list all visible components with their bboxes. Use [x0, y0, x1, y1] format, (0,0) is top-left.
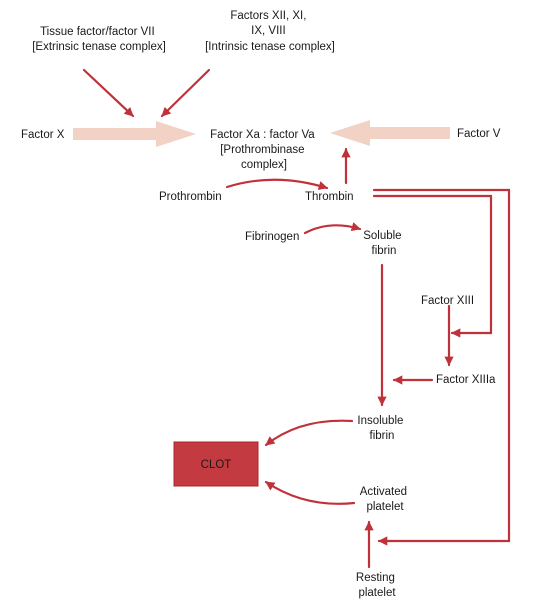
factor-x-input-arrow [73, 121, 196, 147]
fibrinogen-label: Fibrinogen [245, 231, 299, 243]
insoluble-fibrin-to-clot-arrow [264, 419, 354, 447]
thrombin-label: Thrombin [305, 191, 354, 203]
factor-v-label: Factor V [457, 128, 501, 140]
soluble-fibrin-label: Soluble fibrin [363, 230, 405, 257]
fibrinogen-to-soluble-fibrin-arrow [303, 222, 362, 235]
extrinsic-to-xa-arrow [82, 68, 135, 118]
factor-xiiia-label: Factor XIIIa [436, 374, 496, 386]
resting-platelet-label: Resting platelet [356, 572, 398, 599]
factor-xiii-label: Factor XIII [421, 295, 474, 307]
thrombin-to-platelet-activation-arrow [372, 188, 511, 546]
thrombin-to-xiii-activation-arrow [372, 194, 493, 338]
intrinsic-complex-label: Factors XII, XI, IX, VIII [Intrinsic ten… [205, 10, 335, 53]
prothrombin-to-thrombin-arrow [225, 178, 329, 190]
extrinsic-complex-label: Tissue factor/factor VII [Extrinsic tena… [32, 26, 166, 53]
factor-v-input-arrow [330, 120, 450, 146]
factor-x-label: Factor X [21, 129, 65, 141]
activated-platelet-label: Activated platelet [360, 486, 411, 513]
insoluble-fibrin-label: Insoluble fibrin [357, 415, 406, 442]
intrinsic-to-xa-arrow [160, 68, 211, 118]
clot-label: CLOT [201, 459, 232, 471]
prothrombinase-complex-label: Factor Xa : factor Va [Prothrombinase co… [210, 129, 318, 171]
platelet-to-clot-arrow [264, 480, 356, 505]
prothrombin-label: Prothrombin [159, 191, 222, 203]
clot-box [173, 441, 259, 487]
